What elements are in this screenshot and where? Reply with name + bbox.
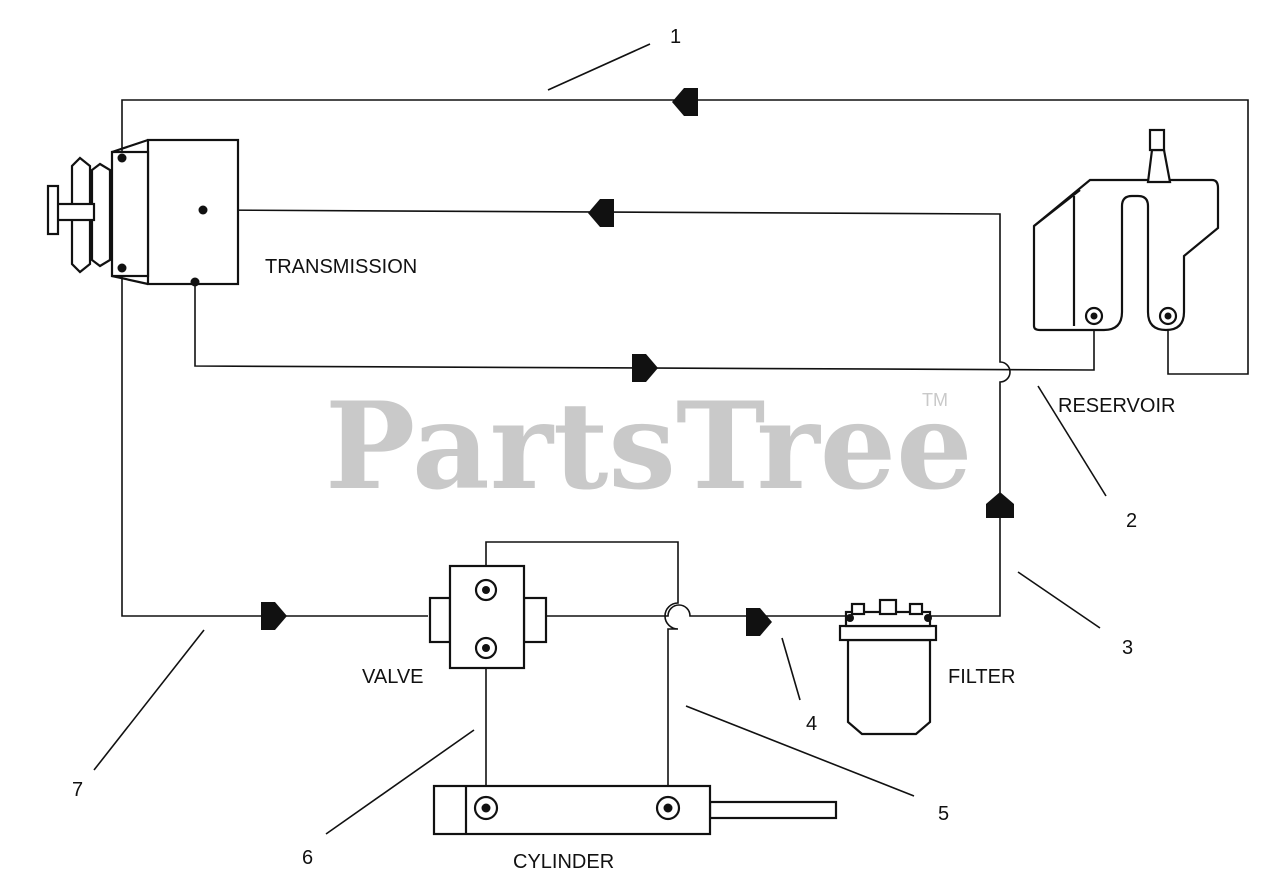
filter-label: FILTER: [948, 666, 1015, 688]
transmission-edge: [111, 138, 149, 286]
port-dot: [481, 803, 491, 813]
watermark-trademark: TM: [922, 390, 948, 410]
leader-5: [685, 705, 915, 797]
filter-canister: [846, 638, 932, 736]
arrow-left-icon: [588, 199, 614, 227]
callout-5: 5: [938, 803, 949, 825]
port-dot: [198, 205, 208, 215]
line-2: [202, 209, 1011, 617]
line-4: [546, 604, 848, 617]
leader-3: [1017, 571, 1101, 629]
port-dot: [190, 277, 200, 287]
callout-3: 3: [1122, 637, 1133, 659]
port-dot: [117, 153, 127, 163]
leader-7: [93, 629, 205, 771]
pulley-sheave: [90, 162, 112, 268]
cylinder-label: CYLINDER: [513, 851, 614, 873]
transmission: [46, 138, 240, 287]
line-1: [121, 99, 1249, 375]
valve-label: VALVE: [362, 666, 424, 688]
transmission-label: TRANSMISSION: [265, 256, 417, 278]
arrow-right-icon: [261, 602, 287, 630]
leader-4: [781, 637, 801, 701]
leader-2: [1037, 385, 1107, 497]
callout-4: 4: [806, 713, 817, 735]
port-dot: [924, 614, 932, 622]
filter-boss: [878, 598, 898, 616]
callout-1: 1: [670, 26, 681, 48]
watermark-text: PartsTree: [325, 376, 972, 517]
leader-1: [547, 43, 651, 91]
callout-leaders: [93, 43, 1107, 835]
valve-left-spool: [428, 596, 452, 644]
line-7: [121, 268, 428, 617]
watermark: PartsTree TM: [325, 376, 972, 517]
arrow-right-icon: [746, 608, 772, 636]
valve: [428, 564, 548, 670]
reservoir-cap: [1148, 128, 1166, 152]
filter: [838, 598, 938, 736]
port-dot: [117, 263, 127, 273]
transmission-flange: [110, 150, 150, 278]
reservoir-neck: [1146, 148, 1172, 184]
callout-numbers: 1 2 3 4 5 6 7: [72, 26, 1137, 869]
callout-7: 7: [72, 779, 83, 801]
valve-right-spool: [522, 596, 548, 644]
cylinder-rod: [708, 800, 838, 820]
filter-base: [838, 624, 938, 642]
port-dot: [663, 803, 673, 813]
callout-6: 6: [302, 847, 313, 869]
filter-boss: [850, 602, 866, 616]
pulley-hub: [46, 184, 60, 236]
flow-arrows: [261, 88, 1014, 636]
cylinder: [432, 784, 838, 836]
pulley-shaft: [54, 202, 96, 222]
port-dot: [482, 644, 490, 652]
callout-2: 2: [1126, 510, 1137, 532]
arrow-up-icon: [986, 492, 1014, 518]
reservoir-label: RESERVOIR: [1058, 395, 1175, 417]
port-dot: [1164, 312, 1172, 320]
reservoir-edge: [1033, 189, 1081, 227]
port-dot: [1090, 312, 1098, 320]
filter-boss: [908, 602, 924, 616]
port-dot: [482, 586, 490, 594]
reservoir: [1032, 128, 1220, 332]
line-5: [485, 541, 679, 806]
port-dot: [846, 614, 854, 622]
arrow-left-icon: [672, 88, 698, 116]
reservoir-tank: [1032, 178, 1220, 332]
arrow-right-icon: [632, 354, 658, 382]
leader-6: [325, 729, 475, 835]
transmission-body: [146, 138, 240, 286]
